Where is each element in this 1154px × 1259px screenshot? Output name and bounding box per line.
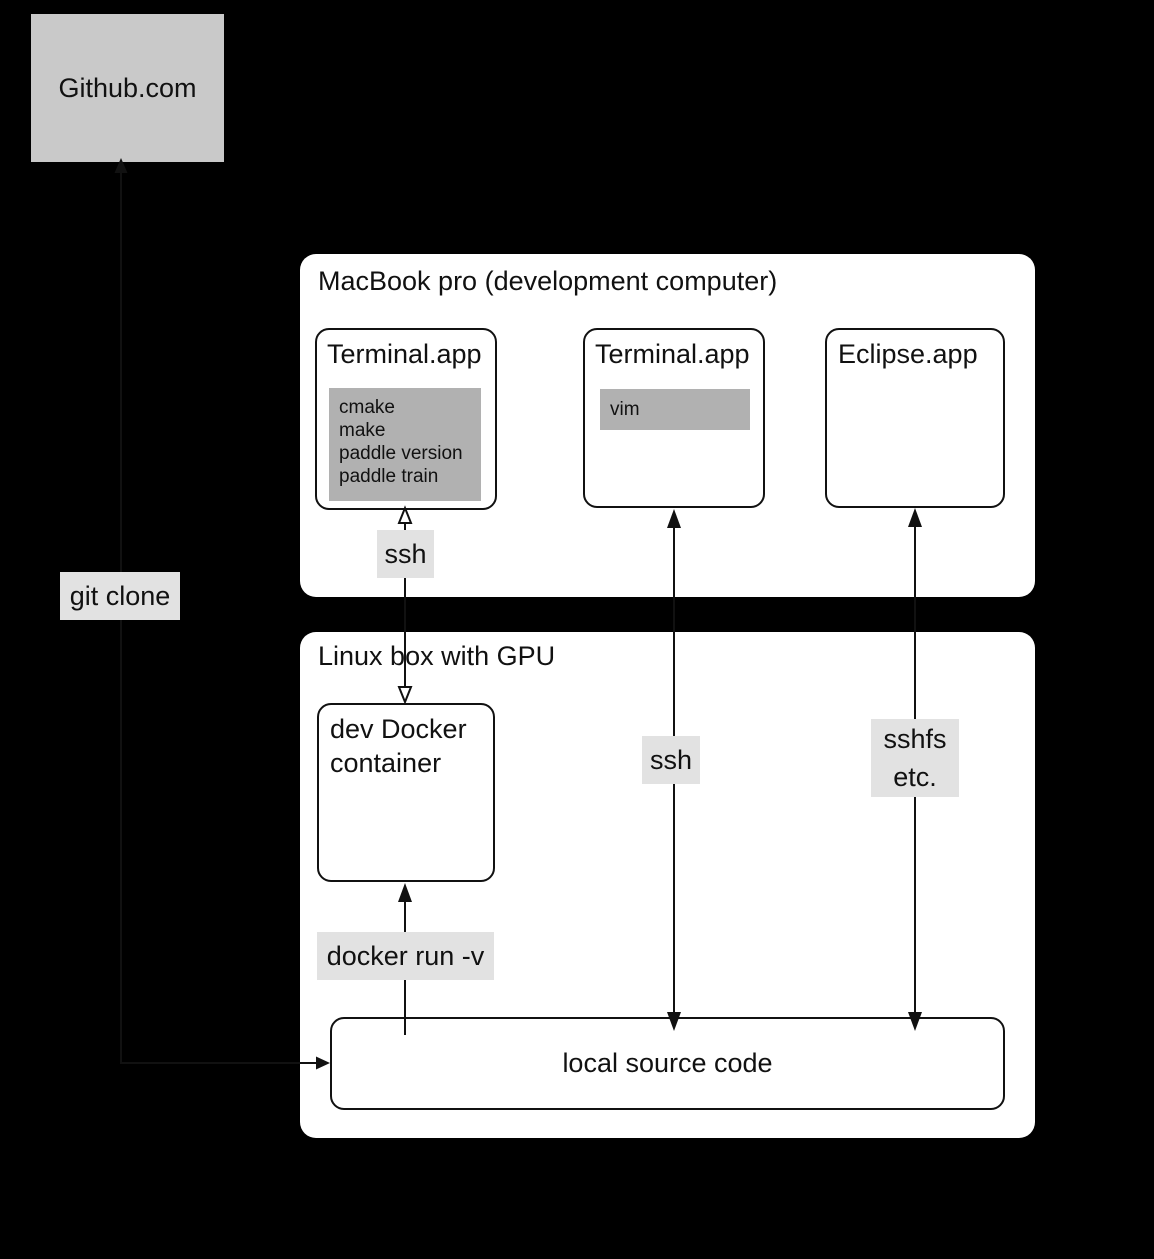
git-clone-label: git clone [60,572,180,620]
local-source-box: local source code [330,1017,1005,1110]
terminal1-title: Terminal.app [327,339,482,369]
terminal1-commands-box: cmake make paddle version paddle train [329,388,481,501]
dev-docker-label: dev Docker container [330,712,467,780]
dev-docker-label-line1: dev Docker [330,714,467,744]
github-label: Github.com [58,72,197,103]
command-line: make [339,420,386,441]
sshfs-label-line2: etc. [893,762,937,792]
dev-docker-label-line2: container [330,748,442,778]
ssh-lower-label: ssh [642,736,700,784]
command-line: vim [610,399,640,420]
ssh-top-label: ssh [377,530,434,578]
terminal2-title: Terminal.app [595,339,750,369]
eclipse-title: Eclipse.app [838,339,978,369]
sshfs-label-line1: sshfs [883,724,947,754]
terminal2-commands-box: vim [600,389,750,430]
command-line: cmake [339,397,395,418]
eclipse-box [825,328,1005,508]
command-line: paddle train [339,466,439,487]
macbook-panel-title: MacBook pro (development computer) [318,266,778,296]
docker-run-label: docker run -v [317,932,494,980]
github-box: Github.com [31,14,224,162]
sshfs-label: sshfs etc. [871,719,959,797]
command-line: paddle version [339,443,463,464]
dev-docker-box [317,703,495,882]
local-source-label: local source code [562,1048,773,1078]
linux-panel-title: Linux box with GPU [318,641,556,671]
